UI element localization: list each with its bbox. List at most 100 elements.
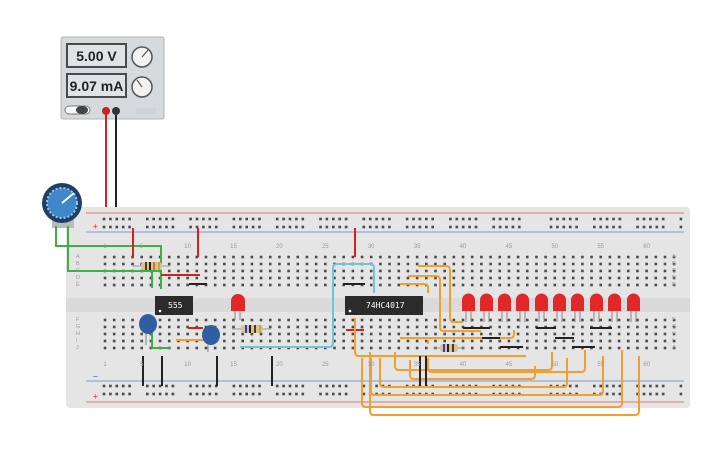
hole-bottom-2-35[interactable] (415, 332, 419, 336)
hole-bottom-3-53[interactable] (581, 339, 584, 343)
hole-top-0-20[interactable] (278, 255, 281, 259)
hole-top-1-55[interactable] (599, 262, 603, 266)
hole-top-0-57[interactable] (617, 255, 621, 259)
hole-bottom-1-10[interactable] (186, 325, 189, 329)
hole-top-1-25[interactable] (324, 262, 327, 266)
hole-top-1-58[interactable] (626, 262, 630, 266)
hole-top-3-28[interactable] (351, 276, 355, 280)
hole-top-3-25[interactable] (324, 276, 327, 280)
hole-bottom-0-17[interactable] (250, 318, 254, 322)
hole-top-0-42[interactable] (480, 255, 483, 259)
rail-bottom-plus-13[interactable] (208, 392, 212, 396)
rail-bottom-plus-57[interactable] (605, 392, 609, 396)
wire-orange-1[interactable] (418, 265, 463, 323)
hole-bottom-3-24[interactable] (314, 339, 318, 343)
rail-top-plus-49[interactable] (518, 217, 521, 221)
hole-top-0-14[interactable] (223, 255, 226, 259)
hole-bottom-4-6[interactable] (149, 346, 153, 350)
hole-bottom-4-12[interactable] (204, 346, 208, 350)
hole-bottom-3-46[interactable] (516, 339, 520, 343)
hole-top-4-13[interactable] (213, 283, 217, 287)
hole-top-3-20[interactable] (278, 276, 281, 280)
hole-top-2-57[interactable] (617, 269, 621, 273)
hole-bottom-2-47[interactable] (525, 332, 529, 336)
hole-top-2-62[interactable] (663, 269, 667, 273)
hole-bottom-2-57[interactable] (617, 332, 621, 336)
rail-top-plus-44[interactable] (474, 217, 478, 221)
rail-top-plus-3[interactable] (121, 217, 125, 221)
rail-bottom-minus-13[interactable] (208, 384, 212, 388)
hole-top-4-42[interactable] (480, 283, 483, 287)
rail-top-plus-22[interactable] (288, 217, 292, 221)
hole-top-2-36[interactable] (425, 269, 428, 273)
hole-bottom-1-26[interactable] (333, 325, 336, 329)
hole-top-1-48[interactable] (535, 262, 538, 266)
hole-bottom-1-39[interactable] (452, 325, 456, 329)
hole-bottom-1-20[interactable] (278, 325, 281, 329)
rail-bottom-minus-11[interactable] (195, 384, 199, 388)
hole-top-3-42[interactable] (480, 276, 483, 280)
hole-top-3-50[interactable] (553, 276, 557, 280)
hole-top-4-45[interactable] (507, 283, 511, 287)
hole-bottom-1-61[interactable] (654, 325, 658, 329)
positive-terminal-icon[interactable] (102, 107, 110, 115)
capacitor-2[interactable] (202, 325, 220, 352)
hole-top-4-17[interactable] (250, 283, 254, 287)
hole-bottom-4-36[interactable] (425, 346, 428, 350)
hole-bottom-4-26[interactable] (333, 346, 336, 350)
rail-top-minus-54[interactable] (575, 225, 578, 229)
hole-bottom-3-41[interactable] (470, 339, 474, 343)
hole-top-0-36[interactable] (425, 255, 428, 259)
hole-bottom-0-45[interactable] (507, 318, 511, 322)
hole-bottom-3-21[interactable] (287, 339, 290, 343)
hole-bottom-3-58[interactable] (626, 339, 630, 343)
hole-top-3-58[interactable] (626, 276, 630, 280)
hole-top-4-59[interactable] (636, 283, 639, 287)
rail-top-minus-33[interactable] (381, 225, 385, 229)
hole-top-1-61[interactable] (654, 262, 658, 266)
rail-top-plus-30[interactable] (362, 217, 366, 221)
hole-bottom-0-31[interactable] (379, 318, 382, 322)
rail-top-plus-24[interactable] (301, 217, 305, 221)
hole-top-0-30[interactable] (369, 255, 373, 259)
hole-bottom-0-14[interactable] (223, 318, 226, 322)
hole-bottom-3-34[interactable] (406, 339, 410, 343)
hole-top-3-41[interactable] (470, 276, 474, 280)
hole-top-4-22[interactable] (296, 283, 300, 287)
hole-top-4-57[interactable] (617, 283, 621, 287)
hole-top-2-44[interactable] (498, 269, 502, 273)
rail-top-minus-5[interactable] (146, 225, 149, 229)
hole-bottom-3-30[interactable] (369, 339, 373, 343)
hole-top-2-18[interactable] (259, 269, 263, 273)
hole-bottom-4-41[interactable] (470, 346, 474, 350)
hole-bottom-2-41[interactable] (470, 332, 474, 336)
hole-bottom-0-19[interactable] (268, 318, 272, 322)
rail-bottom-minus-20[interactable] (275, 384, 279, 388)
hole-bottom-0-47[interactable] (525, 318, 529, 322)
hole-top-2-54[interactable] (590, 269, 593, 273)
hole-top-4-30[interactable] (369, 283, 373, 287)
hole-bottom-2-24[interactable] (314, 332, 318, 336)
hole-top-0-1[interactable] (103, 255, 107, 259)
hole-top-2-45[interactable] (507, 269, 511, 273)
hole-top-3-11[interactable] (195, 276, 199, 280)
rail-bottom-plus-58[interactable] (612, 392, 615, 396)
hole-top-2-61[interactable] (654, 269, 658, 273)
rail-top-minus-12[interactable] (202, 225, 205, 229)
hole-bottom-0-4[interactable] (131, 318, 134, 322)
rail-bottom-minus-61[interactable] (642, 384, 646, 388)
rail-top-plus-58[interactable] (612, 217, 615, 221)
hole-bottom-3-39[interactable] (452, 339, 456, 343)
hole-bottom-2-9[interactable] (177, 332, 180, 336)
rail-bottom-plus-17[interactable] (245, 392, 248, 396)
hole-bottom-0-53[interactable] (581, 318, 584, 322)
hole-bottom-2-10[interactable] (186, 332, 189, 336)
rail-top-minus-8[interactable] (165, 225, 168, 229)
hole-top-1-44[interactable] (498, 262, 502, 266)
hole-bottom-0-38[interactable] (443, 318, 446, 322)
hole-top-2-28[interactable] (351, 269, 355, 273)
rail-bottom-minus-22[interactable] (288, 384, 292, 388)
rail-bottom-minus-19[interactable] (258, 384, 261, 388)
rail-top-minus-25[interactable] (319, 225, 322, 229)
rail-top-plus-52[interactable] (562, 217, 566, 221)
